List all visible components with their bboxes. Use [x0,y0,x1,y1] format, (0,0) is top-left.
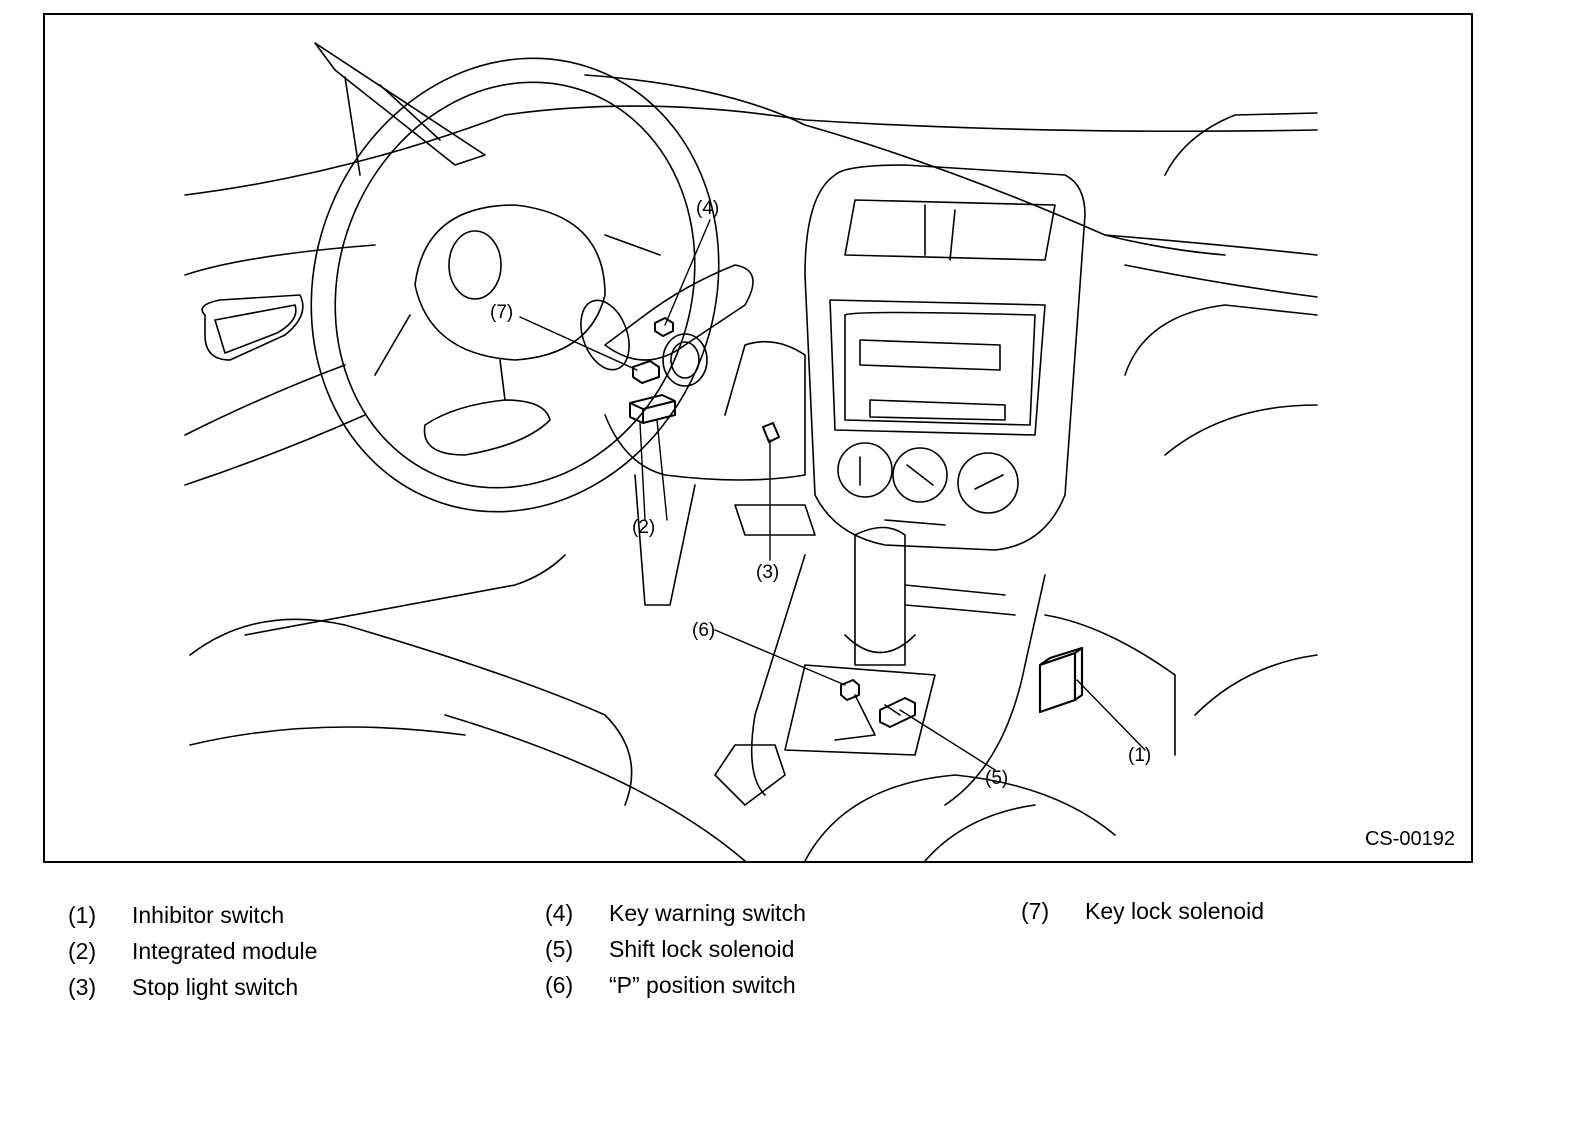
dashboard-right-panel [1164,112,1318,176]
legend-label: “P” position switch [609,972,796,998]
steering-wheel-spokes [374,234,661,401]
parking-brake-lever [714,744,786,806]
legend-label: Integrated module [132,938,318,964]
console-lines [904,584,1016,616]
driver-seat [189,618,633,806]
left-air-vent-inner [214,304,297,354]
dashboard-line-drawing [184,42,1318,861]
shift-knob-boot [844,634,916,654]
legend-number: (4) [545,900,574,926]
callout-4: (4) [696,198,720,219]
legend-number: (2) [68,938,97,964]
left-dash-lines [184,244,376,486]
leader-line-6 [714,629,846,686]
legend-number: (5) [545,936,574,962]
knee-panel [734,504,816,536]
callout-5: (5) [985,768,1009,789]
legend-label: Key warning switch [609,900,806,926]
shift-knob [854,526,906,666]
leader-line-7 [519,316,638,371]
steering-wheel-spoke-lower [423,399,551,456]
inhibitor-switch-box [1038,646,1084,714]
climate-knob-right [957,452,1019,514]
legend: (1) Inhibitor switch (2) Integrated modu… [0,898,1584,1018]
leader-line-5 [899,709,996,771]
callout-6: (6) [692,620,716,641]
legend-label: Inhibitor switch [132,902,285,928]
dashboard-figure: (1) (2) (3) (4) (5) (6) (7) CS-00192 [43,13,1473,863]
radio-display [859,339,1001,371]
steering-wheel-hub [414,204,606,361]
callout-2: (2) [632,517,656,538]
legend-label: Stop light switch [132,974,299,1000]
callout-3: (3) [756,562,780,583]
climate-knob-middle [892,447,948,503]
shift-gate-bezel [784,664,936,756]
legend-label: Key lock solenoid [1085,898,1264,924]
p-position-switch [840,679,860,701]
right-door-panel [1124,304,1318,716]
legend-label: Shift lock solenoid [609,936,795,962]
legend-number: (3) [68,974,97,1000]
callout-7: (7) [490,302,514,323]
ignition-cylinder [662,333,708,387]
climate-knob-left [837,442,893,498]
steering-hub-button-right [580,299,630,371]
dashboard-top-edge [184,105,1318,196]
shift-gate-slot [834,694,901,741]
climate-knob-markers [859,456,1004,490]
legend-number: (1) [68,902,97,928]
floor-lines [244,554,1176,861]
figure-id: CS-00192 [1364,828,1455,850]
ignition-cylinder-inner [670,341,700,379]
dashboard-upper-curve [584,74,1318,256]
center-stack-top-vent [844,199,1056,261]
key-lock-solenoid [632,360,660,384]
radio-face [844,311,1036,426]
steering-wheel-rim-inner [334,81,696,489]
center-stack-outer [804,164,1086,551]
console-outer [750,554,1046,806]
legend-number: (6) [545,972,574,998]
legend-number: (7) [1021,898,1050,924]
key-warning-switch [654,317,674,337]
stop-light-switch [762,422,780,443]
brake-pedal-arm [634,474,696,606]
dashboard-right-edge [1104,234,1318,298]
leader-line-1 [1076,679,1146,751]
radio-bezel [829,299,1046,436]
left-air-vent-outer [201,294,304,361]
center-vent-divider [924,204,956,261]
radio-lower-slot [869,399,1006,421]
steering-wheel-rim [310,57,720,513]
leader-line-4 [664,219,711,326]
passenger-seat [804,774,1116,861]
steering-hub-button-left [448,230,502,300]
shift-lock-solenoid [879,697,916,728]
lower-dash-panel [604,340,806,481]
climate-slider [884,519,946,526]
steering-column [604,264,754,361]
callout-1: (1) [1128,745,1152,766]
integrated-module-box [629,394,676,424]
leader-line-2 [639,419,668,521]
